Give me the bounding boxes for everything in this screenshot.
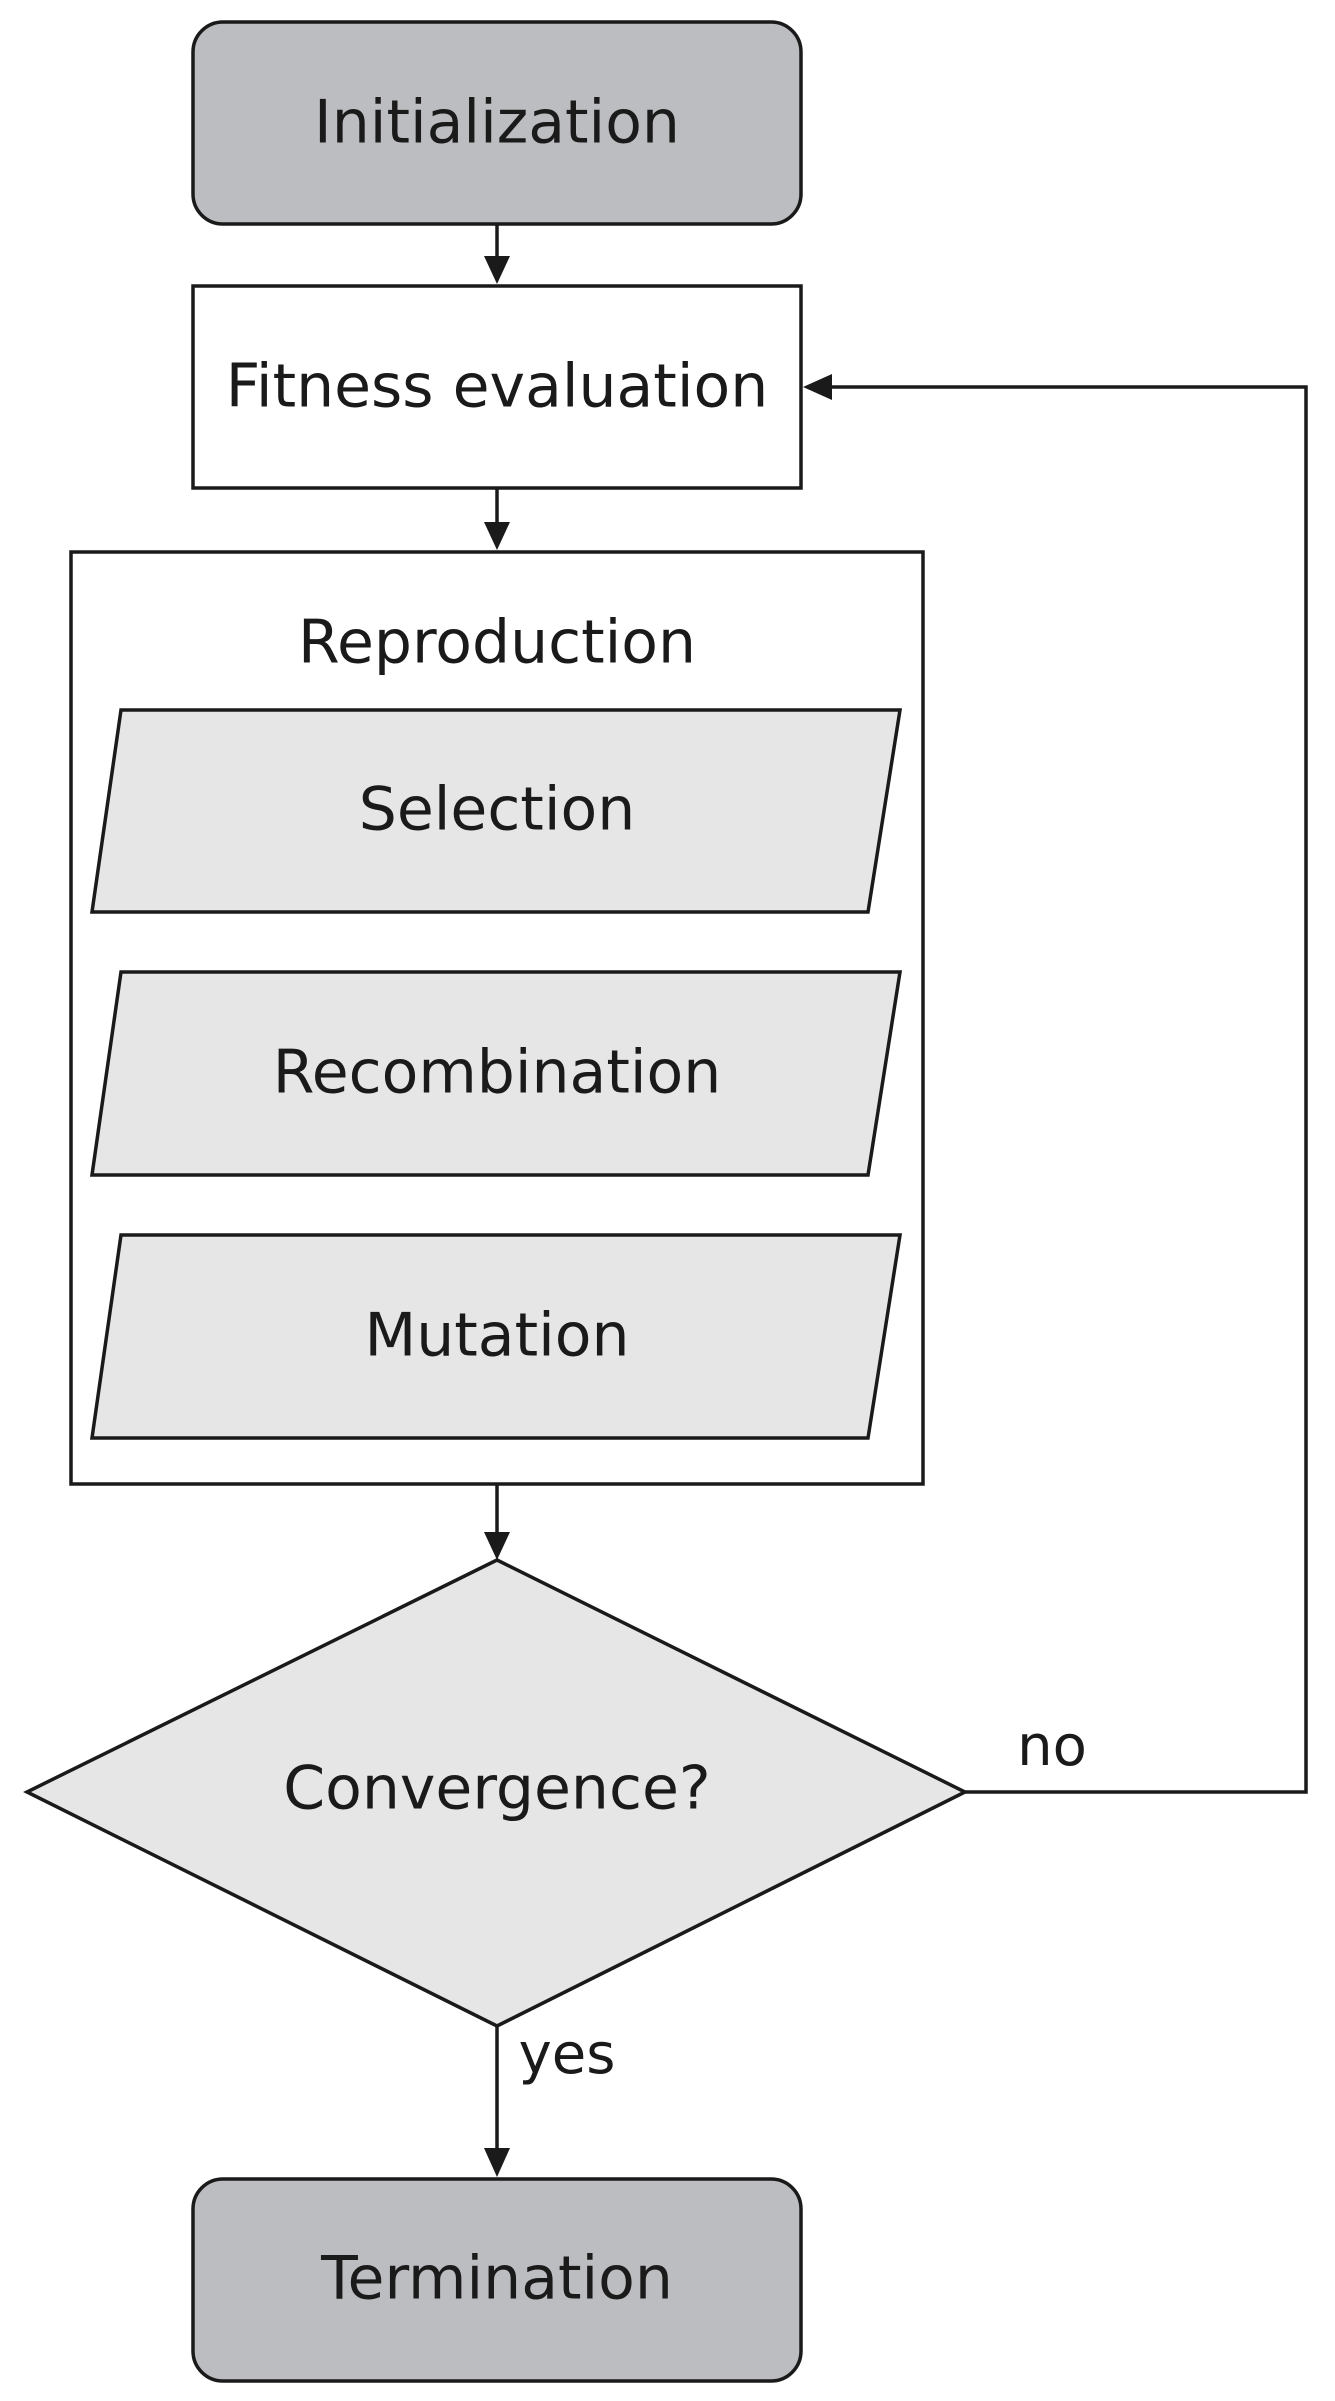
- arrow-reproduction-to-convergence: [484, 1484, 510, 1560]
- mutation-shape: [89, 1233, 903, 1440]
- fitness-evaluation-node: Fitness evaluation: [191, 284, 803, 490]
- selection-shape: [89, 708, 903, 914]
- arrow-init-to-fitness: [484, 224, 510, 284]
- recombination-label: Recombination: [273, 1038, 722, 1108]
- edge-yes-head: [484, 2148, 510, 2177]
- selection-step: Selection: [89, 708, 903, 914]
- termination-node: Termination: [191, 2177, 803, 2383]
- mutation-step: Mutation: [89, 1233, 903, 1440]
- initialization-node: Initialization: [191, 20, 803, 226]
- termination-shape: [191, 2177, 803, 2383]
- edge-yes-label: yes: [519, 2022, 616, 2087]
- recombination-shape: [89, 970, 903, 1177]
- arrow-fitness-to-reproduction-head: [484, 522, 510, 550]
- initialization-label: Initialization: [314, 88, 680, 158]
- edge-no-label: no: [1017, 1714, 1087, 1779]
- fitness-evaluation-label: Fitness evaluation: [226, 352, 768, 422]
- selection-label: Selection: [359, 775, 636, 845]
- reproduction-group: Reproduction Selection Recombination Mut…: [69, 550, 925, 1486]
- convergence-decision: Convergence?: [23, 1558, 969, 2028]
- edge-no-loop: no: [803, 374, 1308, 1794]
- arrow-init-to-fitness-head: [484, 256, 510, 284]
- arrow-reproduction-to-convergence-head: [484, 1532, 510, 1560]
- recombination-step: Recombination: [89, 970, 903, 1177]
- mutation-label: Mutation: [364, 1301, 629, 1371]
- edge-no-loop-head: [803, 374, 832, 400]
- termination-label: Termination: [320, 2244, 673, 2314]
- reproduction-label: Reproduction: [298, 608, 696, 678]
- edge-yes: yes: [484, 2022, 615, 2177]
- fitness-evaluation-shape: [191, 284, 803, 490]
- convergence-label: Convergence?: [283, 1754, 710, 1824]
- arrow-fitness-to-reproduction: [484, 488, 510, 550]
